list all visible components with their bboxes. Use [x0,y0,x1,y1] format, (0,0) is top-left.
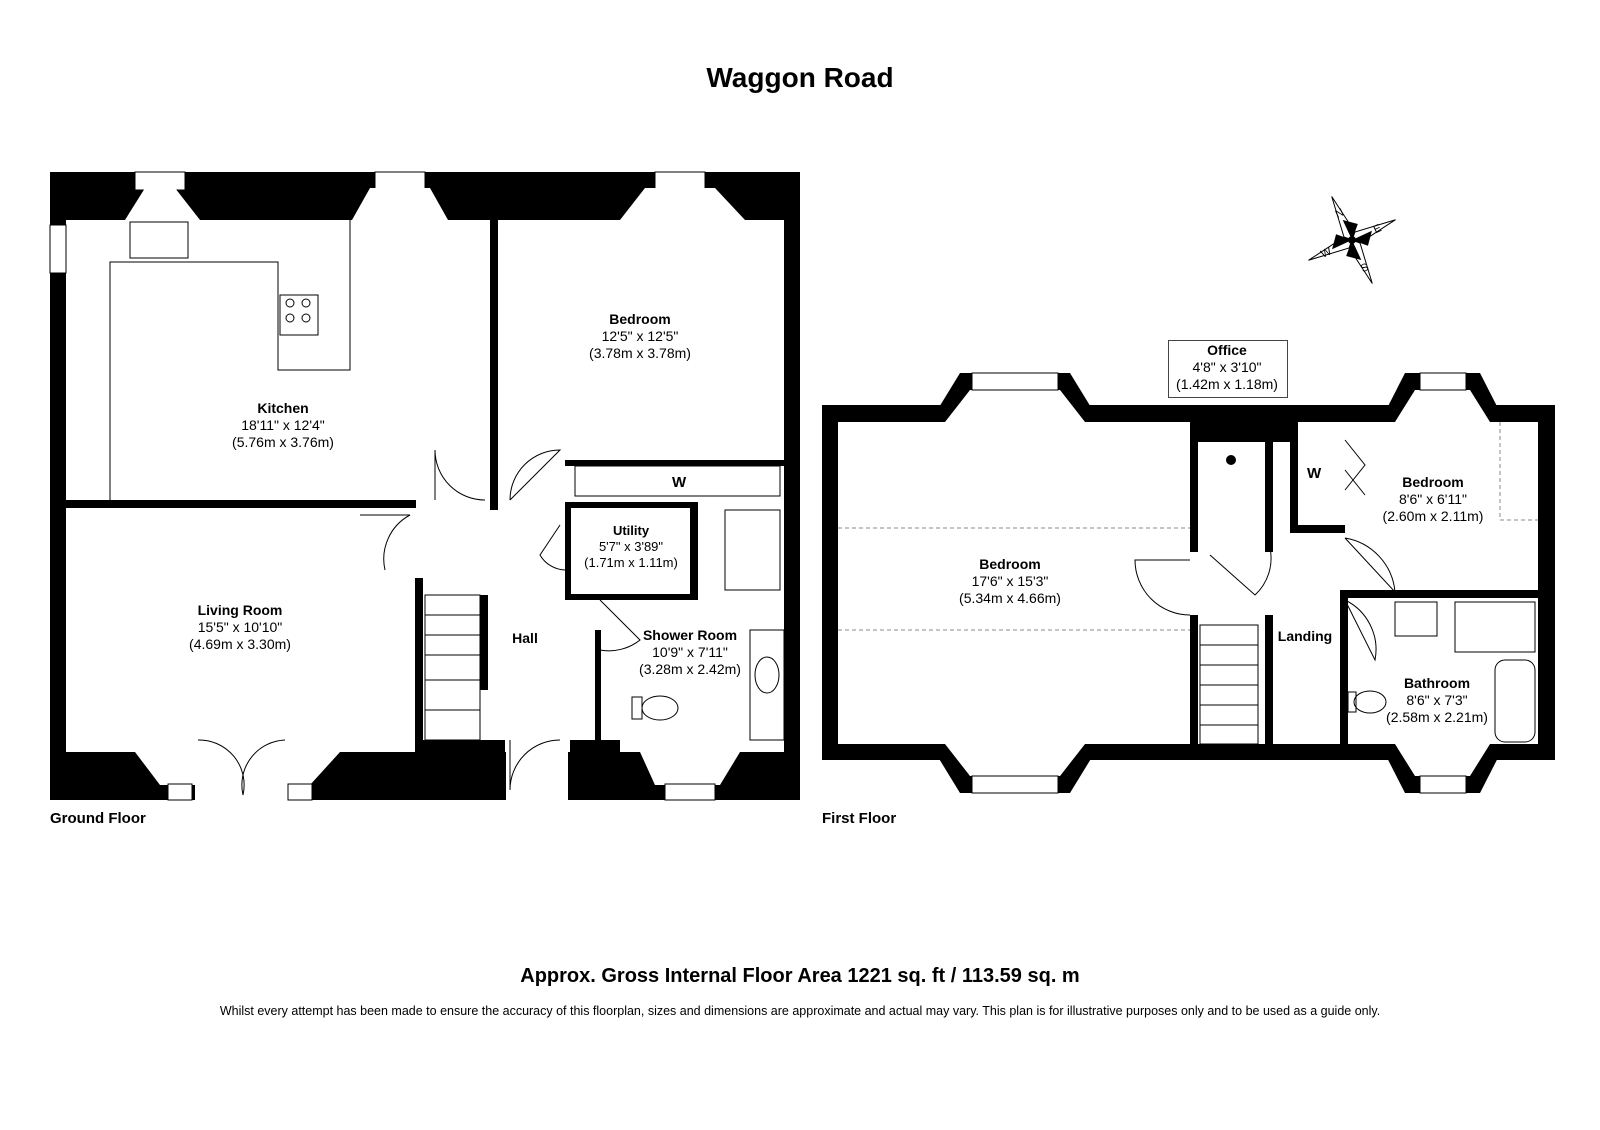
room-metric: (5.34m x 4.66m) [959,590,1061,606]
room-name: Bedroom [979,556,1041,572]
wardrobe-label-first: W [1307,465,1322,482]
window-shower [664,783,716,801]
kitchen-hob [279,294,319,336]
window-kitchen-1 [134,171,186,191]
shower-tray-ground [724,509,781,591]
room-landing: Landing [1265,628,1345,645]
bay-shower [640,752,740,785]
vanity-shower [749,629,785,741]
room-metric: (1.71m x 1.11m) [584,555,678,570]
ground-internal-walls [66,220,784,752]
kitchen-worktop [109,220,351,500]
wardrobe-ground [574,465,781,497]
room-metric: (3.28m x 2.42m) [639,661,741,677]
room-name: Bedroom [1402,474,1464,490]
window-living-1 [167,783,193,801]
compass-s: S [1359,261,1371,275]
door-front [509,739,561,791]
room-bedroom-small: Bedroom 8'6" x 6'11" (2.60m x 2.11m) [1368,474,1498,525]
room-bedroom-ground: Bedroom 12'5" x 12'5" (3.78m x 3.78m) [570,311,710,362]
window-bedroom-top [654,171,706,191]
room-imperial: 18'11" x 12'4" [241,417,325,433]
stairs-ground [424,594,481,741]
room-kitchen: Kitchen 18'11" x 12'4" (5.76m x 3.76m) [213,400,353,451]
room-metric: (5.76m x 3.76m) [232,434,334,450]
room-imperial: 4'8" x 3'10" [1192,359,1262,375]
room-name: Bedroom [609,311,671,327]
ground-floor-plan [49,171,800,801]
room-bedroom-main: Bedroom 17'6" x 15'3" (5.34m x 4.66m) [935,556,1085,607]
window-left [49,224,67,274]
compass-rose: N E S W [1308,196,1396,284]
door-office [1209,547,1272,596]
door-french-1 [197,739,245,796]
room-shower: Shower Room 10'9" x 7'11" (3.28m x 2.42m… [620,627,760,678]
room-imperial: 8'6" x 7'3" [1406,692,1468,708]
basin-bath [1394,601,1438,637]
room-metric: (2.60m x 2.11m) [1382,508,1484,524]
room-metric: (2.58m x 2.21m) [1386,709,1488,725]
room-name: Landing [1277,628,1333,644]
page-title: Waggon Road [706,62,894,93]
toilet-first [1353,690,1387,714]
kitchen-sink [129,221,189,259]
door-utility [539,524,566,571]
window-living-2 [287,783,313,801]
bay-kitchen-2 [352,188,448,220]
floor-label-ground: Ground Floor [50,810,146,827]
door-small-bedroom [1344,537,1396,594]
room-name: Office [1207,342,1247,358]
room-imperial: 10'9" x 7'11" [652,644,728,660]
room-living: Living Room 15'5" x 10'10" (4.69m x 3.30… [170,602,310,653]
room-name: Utility [612,523,650,538]
door-main-bedroom [1134,559,1191,616]
room-imperial: 12'5" x 12'5" [601,328,679,344]
floor-area-summary: Approx. Gross Internal Floor Area 1221 s… [520,965,1080,987]
door-bedroom [509,449,562,501]
room-imperial: 15'5" x 10'10" [197,619,283,635]
room-imperial: 8'6" x 6'11" [1399,491,1467,507]
room-office: Office 4'8" x 3'10" (1.42m x 1.18m) [1166,342,1288,393]
room-name: Shower Room [642,627,738,643]
office-label-box [1168,340,1288,398]
room-imperial: 5'7" x 3'89" [598,539,664,554]
door-living [360,514,411,571]
room-metric: (3.78m x 3.78m) [589,345,691,361]
room-bathroom: Bathroom 8'6" x 7'3" (2.58m x 2.21m) [1372,675,1502,726]
room-imperial: 17'6" x 15'3" [971,573,1049,589]
room-name: Kitchen [257,400,309,416]
front-door-gap [506,752,568,800]
first-internal-walls [1190,422,1538,744]
wardrobe-label-ground: W [672,474,687,491]
window-kitchen-2 [374,171,426,191]
bath-tub [1494,659,1536,743]
room-name: Bathroom [1403,675,1471,691]
first-floor-plan [822,372,1555,794]
door-kitchen [434,449,486,501]
door-shower [599,599,641,652]
bay-bedroom [620,188,745,220]
room-metric: (1.42m x 1.18m) [1176,376,1278,392]
room-utility: Utility 5'7" x 3'89" (1.71m x 1.11m) [566,523,696,571]
room-name: Living Room [197,602,283,618]
room-hall: Hall [500,630,550,647]
wardrobe-doors [1344,439,1366,496]
bay-kitchen [125,188,200,220]
door-french-2 [241,739,286,796]
door-bathroom [1344,599,1377,662]
toilet-ground [641,695,679,721]
compass-e: E [1372,222,1384,236]
floor-label-first: First Floor [822,810,897,827]
disclaimer-text: Whilst every attempt has been made to en… [219,1004,1381,1018]
room-name: Hall [512,630,538,646]
shower-first [1454,601,1536,653]
room-metric: (4.69m x 3.30m) [189,636,291,652]
